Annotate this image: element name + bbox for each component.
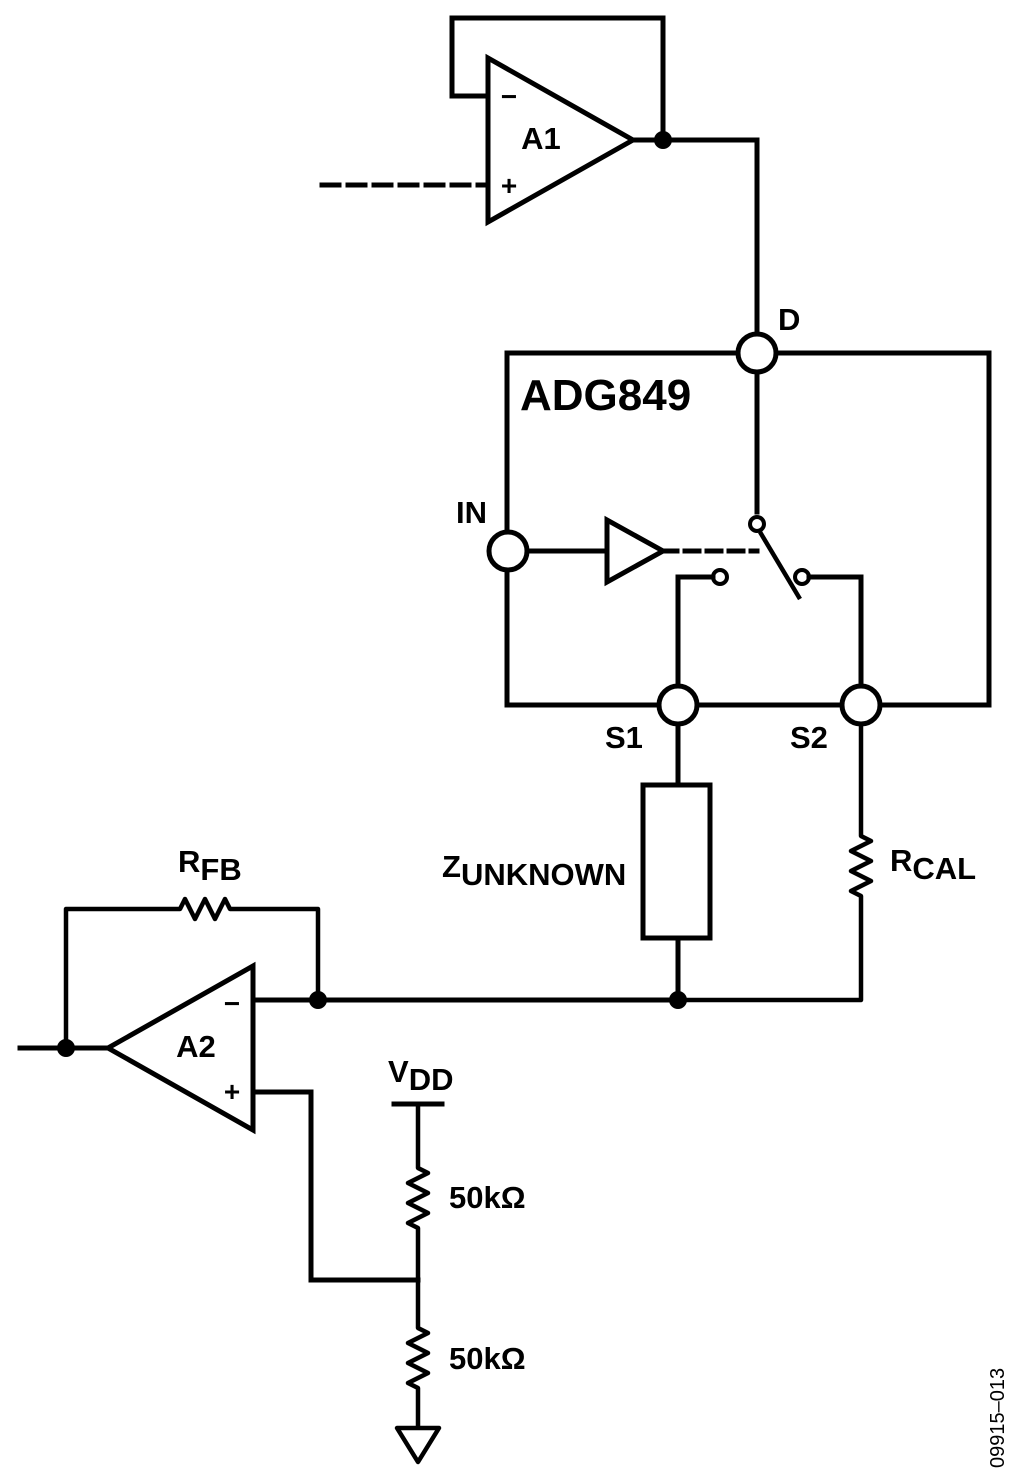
- pin-in-label: IN: [456, 495, 487, 530]
- a1-output-wire: [630, 137, 760, 337]
- s2-internal-wire: [806, 574, 864, 689]
- a1-plus-sign: +: [501, 170, 517, 201]
- pin-s1: [656, 683, 700, 727]
- divider-bottom-value: 50kΩ: [449, 1341, 526, 1376]
- rcal-label-sub: CAL: [912, 851, 976, 886]
- a2-label: A2: [176, 1029, 216, 1064]
- vdd-label: VDD: [388, 1054, 453, 1097]
- divider-top-value: 50kΩ: [449, 1180, 526, 1215]
- zunknown-label-sub: UNKNOWN: [461, 857, 626, 892]
- pin-s1-label: S1: [605, 720, 643, 755]
- a2-triangle: [102, 961, 256, 1135]
- amplifier-a1: A1 − +: [485, 53, 639, 227]
- vdd-label-main: V: [388, 1054, 409, 1089]
- a1-feedback-wire: [449, 15, 666, 143]
- a1-label: A1: [521, 121, 561, 156]
- zunknown-impedance: [640, 782, 713, 941]
- pin-s2-label: S2: [790, 720, 828, 755]
- figure-code: 09915–013: [987, 1368, 1009, 1468]
- a2-output-junction: [57, 1039, 75, 1057]
- a2-plus-sign: +: [224, 1076, 240, 1107]
- logic-driver-buffer: [604, 515, 669, 587]
- s1-internal-wire: [675, 574, 716, 689]
- rcal-label: RCAL: [890, 843, 976, 886]
- rfb-label: RFB: [178, 844, 242, 887]
- vdd-label-sub: DD: [409, 1062, 454, 1097]
- divider-top-resistor: [405, 1104, 431, 1280]
- noninverting-bias-wire: [250, 1089, 421, 1283]
- ground-symbol: [394, 1425, 442, 1465]
- pin-s2: [839, 683, 883, 727]
- rfb-label-main: R: [178, 844, 200, 879]
- device-name: ADG849: [520, 371, 691, 420]
- divider-bottom-resistor: [405, 1280, 431, 1428]
- pin-d-label: D: [778, 302, 800, 337]
- rcal-resistor-branch: [678, 724, 874, 1003]
- amplifier-a2: A2 − +: [102, 961, 256, 1135]
- rcal-label-main: R: [890, 843, 912, 878]
- pin-d: [735, 331, 779, 375]
- zunknown-label-main: Z: [442, 849, 461, 884]
- a1-output-junction: [654, 131, 672, 149]
- pin-in: [486, 529, 530, 573]
- zunknown-label: ZUNKNOWN: [442, 849, 626, 892]
- rfb-label-sub: FB: [200, 852, 241, 887]
- sum-node-junction: [669, 991, 687, 1009]
- a1-triangle: [485, 53, 639, 227]
- rfb-feedback-resistor: [63, 896, 321, 1048]
- a1-minus-sign: −: [501, 81, 517, 112]
- switch-common-contact: [748, 515, 766, 533]
- a2-minus-sign: −: [224, 988, 240, 1019]
- switch-blade: [758, 530, 802, 601]
